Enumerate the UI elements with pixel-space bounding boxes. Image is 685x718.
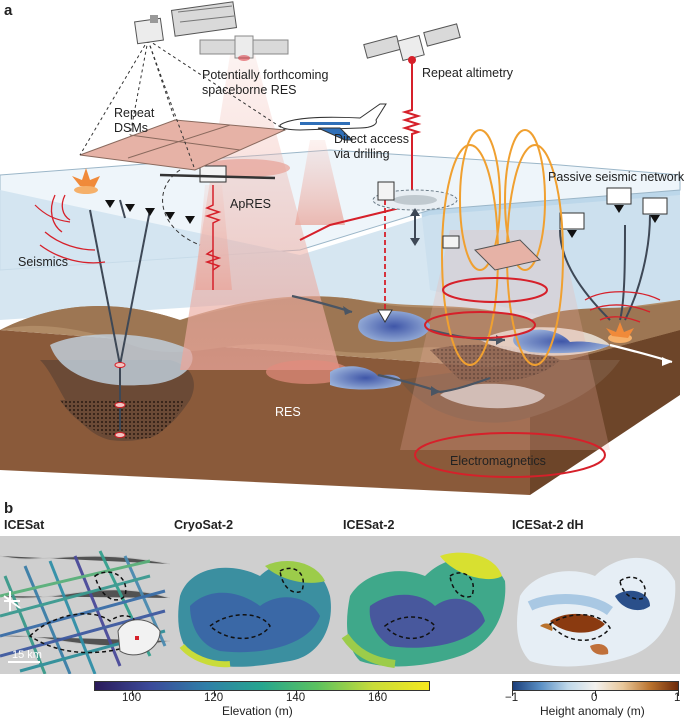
map-icesat2-dh [510, 536, 680, 674]
apres-signal [204, 185, 222, 290]
height-tick-mark [678, 691, 679, 696]
map-icesat: 15 km [0, 536, 170, 674]
elevation-colorbar [94, 681, 430, 691]
label-seismics: Seismics [18, 255, 68, 269]
icequake-source [584, 291, 661, 343]
label-forthcoming-1: Potentially forthcoming [202, 68, 329, 82]
height-tick-minus1: −1 [505, 692, 519, 704]
apres-instrument [199, 165, 227, 183]
dsm-satellite [134, 1, 238, 45]
elevation-tick-mark [214, 691, 215, 696]
height-anomaly-colorbar [512, 681, 679, 691]
map-title-icesat: ICESat [4, 518, 45, 532]
right-sediment [430, 344, 560, 382]
label-apres: ApRES [230, 197, 271, 211]
label-res: RES [275, 405, 301, 419]
apres-dashed-path [162, 169, 201, 246]
elevation-tick-160: 160 [368, 692, 388, 704]
drill-rig [377, 181, 395, 201]
subglacial-lake-2 [330, 366, 402, 390]
em-target-plate [474, 239, 541, 271]
em-receiver [442, 235, 460, 249]
label-forthcoming-2: spaceborne RES [202, 83, 297, 97]
label-direct-access-2: via drilling [334, 147, 390, 161]
seismic-geophones [105, 200, 195, 224]
height-tick-mark [512, 691, 513, 696]
height-tick-1: 1 [674, 692, 681, 704]
height-tick-0: 0 [591, 692, 598, 704]
scale-bar-label: 15 km [12, 649, 42, 661]
reflection-points [114, 362, 126, 438]
map-title-icesat2: ICESat-2 [343, 518, 395, 532]
height-colorbar-label: Height anomaly (m) [540, 704, 645, 718]
grey-pool [440, 383, 545, 409]
map-cryosat2 [170, 536, 340, 674]
subglacial-lake-1 [358, 310, 430, 342]
label-electromagnetics: Electromagnetics [450, 454, 546, 468]
subglacial-observation-diagram: Repeat DSMs Potentially forthcoming spac… [0, 1, 685, 495]
airborne-res-beam [295, 140, 345, 225]
basin-sediment [60, 400, 185, 439]
map-title-cryosat2: CryoSat-2 [174, 518, 234, 532]
label-passive-seismic: Passive seismic network [548, 170, 685, 184]
panel-a-letter: a [4, 2, 13, 19]
label-repeat-dsms-2: DSMs [114, 121, 148, 135]
map-title-icesat2-dh: ICESat-2 dH [512, 518, 584, 532]
survey-aircraft [279, 103, 387, 141]
res-footprint [266, 360, 350, 384]
ice-body [0, 190, 680, 330]
elevation-tick-mark [296, 691, 297, 696]
elevation-colorbar-label: Elevation (m) [222, 704, 293, 718]
label-repeat-altimetry: Repeat altimetry [422, 66, 514, 80]
height-tick-mark [595, 691, 596, 696]
em-red-loops [414, 277, 606, 478]
label-direct-access-1: Direct access [334, 132, 409, 146]
passive-seismic-stations [559, 187, 668, 230]
seismic-wave-arcs [34, 204, 71, 223]
elevation-tick-120: 120 [204, 692, 224, 704]
elevation-tick-mark [132, 691, 133, 696]
altimetry-satellite [363, 23, 461, 64]
dsm-dashed-lines [79, 39, 286, 171]
panel-b-letter: b [4, 500, 14, 517]
label-repeat-dsms-1: Repeat [114, 106, 155, 120]
seismic-rays [89, 199, 651, 430]
elevation-tick-100: 100 [122, 692, 142, 704]
seismic-source [39, 168, 106, 264]
map-icesat2 [340, 536, 510, 674]
forthcoming-satellite [199, 35, 289, 61]
elevation-tick-140: 140 [286, 692, 306, 704]
subglacial-lake-3 [513, 329, 610, 354]
elevation-tick-mark [378, 691, 379, 696]
bed-side-face [530, 300, 680, 495]
